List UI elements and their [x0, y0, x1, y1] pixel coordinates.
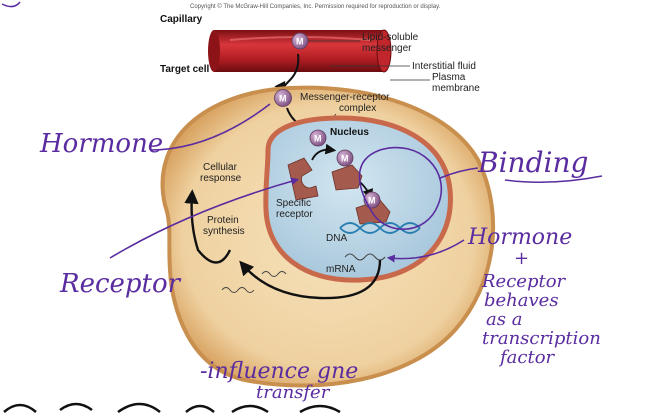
mrna-strand-cytoplasm [221, 271, 287, 293]
cellular-response-label-line2: response [200, 173, 242, 184]
protein-synthesis-label-line1: Protein [207, 215, 239, 226]
svg-text:Receptor: Receptor [481, 271, 567, 292]
mrna-strand-nucleus [344, 253, 386, 261]
svg-text:+: + [514, 248, 529, 269]
svg-text:M: M [314, 134, 322, 144]
annotation-influence: -influence gne transfer [200, 359, 358, 403]
annotation-hormone: Hormone [39, 129, 163, 159]
annotation-transcription-pointer [386, 239, 465, 263]
annotation-receptor: Receptor [59, 269, 182, 299]
lipid-label-line1: Lipid-soluble [362, 32, 419, 43]
protein-to-response-arrow [184, 189, 232, 264]
plasma-label-line2: membrane [432, 83, 480, 94]
nucleus-label: Nucleus [330, 127, 369, 138]
dna-helix [339, 222, 421, 234]
annotation-receptor-pointer [109, 177, 300, 259]
svg-text:M: M [368, 196, 376, 206]
svg-text:M: M [296, 37, 304, 47]
svg-text:as a: as a [486, 309, 522, 330]
target-cell-label: Target cell [160, 64, 209, 75]
svg-text:M: M [341, 154, 349, 164]
capillary-vessel [208, 29, 392, 73]
stray-mark-top-left [1, 1, 21, 8]
svg-text:factor: factor [498, 347, 556, 368]
svg-text:behaves: behaves [484, 290, 559, 311]
copyright-text: Copyright © The McGraw-Hill Companies, I… [190, 3, 441, 10]
cellular-response-label-line1: Cellular [203, 162, 238, 173]
interstitial-label: Interstitial fluid [412, 61, 476, 72]
dna-label: DNA [326, 233, 347, 244]
annotation-binding-pointer [439, 167, 479, 179]
capillary-label: Capillary [160, 14, 203, 25]
svg-text:transcription: transcription [482, 328, 601, 349]
binding-arrow [311, 143, 337, 161]
svg-text:transfer: transfer [256, 382, 331, 403]
messenger-receptor-complex: M [331, 149, 363, 191]
lipid-label-line2: messenger [362, 43, 412, 54]
messenger-molecule-nucleus-entry: M [309, 129, 327, 147]
messenger-molecule-membrane: M [274, 89, 292, 107]
annotation-hormone-pointer [149, 103, 271, 151]
mrna-label: mRNA [326, 264, 356, 275]
specific-receptor-label-line1: Specific [276, 198, 311, 209]
annotation-binding-circle [358, 146, 443, 230]
annotation-binding: Binding [477, 146, 588, 179]
plasma-label-line1: Plasma [432, 72, 466, 83]
svg-text:Hormone: Hormone [467, 225, 572, 250]
annotation-transcription-factor: Hormone + Receptor behaves as a transcri… [467, 225, 601, 368]
specific-receptor-label-line2: receptor [276, 209, 313, 220]
dna-bound-complex: M [355, 191, 391, 225]
svg-text:M: M [279, 94, 287, 104]
mrna-export-arrow [239, 259, 382, 300]
svg-text:-influence gne: -influence gne [200, 359, 358, 384]
specific-receptor [287, 157, 319, 201]
messenger-molecule-capillary: M [291, 32, 309, 50]
complex-label-line1: Messenger-receptor [300, 92, 390, 103]
stray-mark-bottom [3, 402, 341, 414]
complex-label-line2: complex [339, 103, 376, 114]
protein-synthesis-label-line2: synthesis [203, 226, 245, 237]
